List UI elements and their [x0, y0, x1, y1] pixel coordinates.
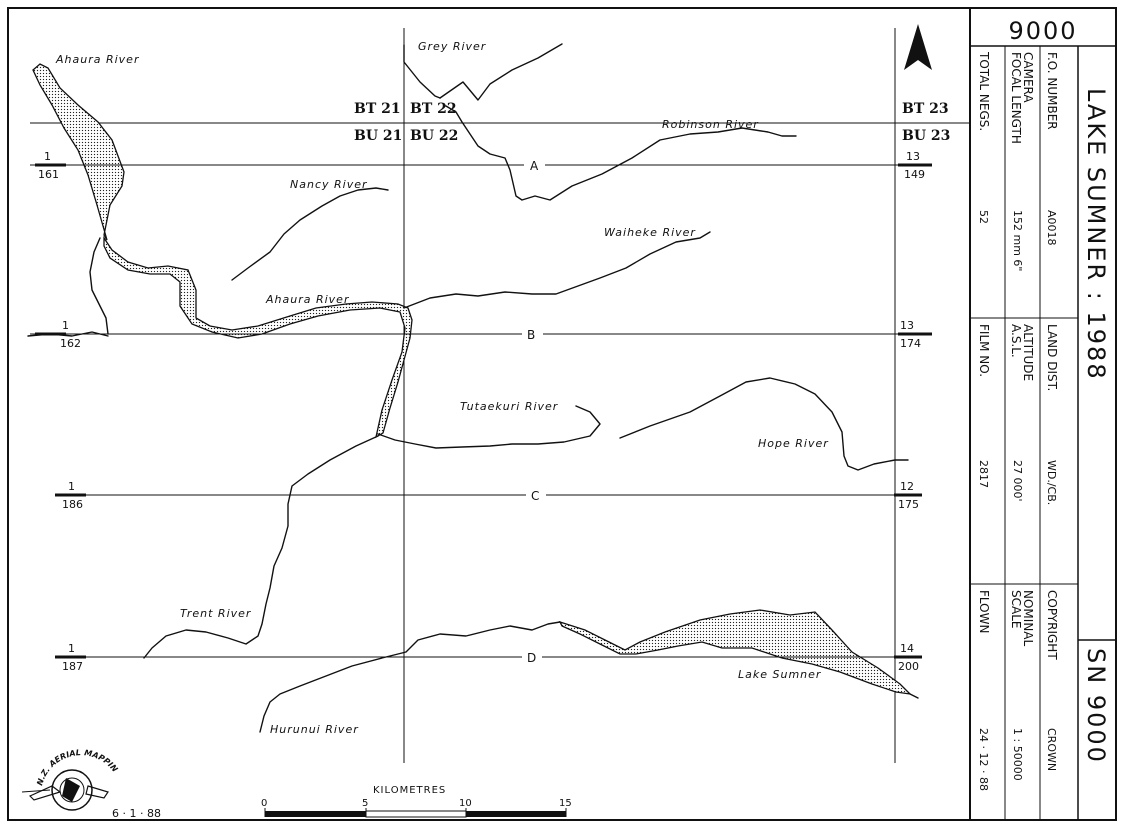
label-hurunui-river: Hurunui River [270, 723, 359, 736]
grey-river-west [403, 44, 441, 99]
value-land-dist: WD./CB. [1045, 460, 1058, 505]
scale-seg-0-5 [265, 811, 366, 817]
hope-river [619, 377, 909, 471]
label-fo-number: F.O. NUMBER [1045, 52, 1059, 130]
nz-aerial-mapping-logo: N.Z. AERIAL MAPPING LTD. [0, 0, 120, 811]
value-film-no: 2817 [977, 460, 990, 488]
label-copyright: COPYRIGHT [1045, 590, 1059, 660]
label-camera: CAMERA [1021, 52, 1035, 103]
label-hope-river: Hope River [758, 437, 829, 450]
scale-seg-5-10 [365, 810, 467, 818]
value-flown: 24 · 12 · 88 [977, 728, 990, 791]
label-nominal: NOMINAL [1021, 590, 1035, 647]
sheet-label-bt21: BT 21 [354, 101, 401, 117]
hurunui-river [259, 621, 561, 733]
flight-line-b-start-frame: 162 [60, 337, 81, 350]
flight-line-d-start-run: 1 [68, 642, 75, 655]
flight-line-a-start-frame: 161 [38, 168, 59, 181]
sheet-label-bt22: BT 22 [410, 101, 457, 117]
value-focal-length: 152 mm 6" [1011, 210, 1024, 271]
flight-line-d-start-frame: 187 [62, 660, 83, 673]
flight-line-b: B 1 162 13 174 [30, 319, 932, 350]
flight-line-b-start-run: 1 [62, 319, 69, 332]
map-frame [7, 7, 1117, 821]
flight-line-d-end-frame: 200 [898, 660, 919, 673]
sheet-label-bu22: BU 22 [410, 128, 458, 144]
label-grey-river: Grey River [418, 40, 487, 53]
label-trent-river: Trent River [180, 607, 252, 620]
label-lake-sumner: Lake Sumner [738, 668, 822, 681]
trent-river [143, 435, 379, 659]
label-focal-length: FOCAL LENGTH [1009, 52, 1023, 144]
label-total-negs: TOTAL NEGS. [977, 51, 991, 131]
scale-tick-5: 5 [362, 798, 368, 809]
ahaura-river-main-body [103, 235, 413, 439]
label-robinson-river: Robinson River [662, 118, 759, 131]
label-land-dist: LAND DIST. [1045, 324, 1059, 391]
label-asl: A.S.L. [1009, 324, 1023, 358]
label-nancy-river: Nancy River [290, 178, 368, 191]
scale-seg-10-15 [466, 811, 566, 817]
scale-tick-10: 10 [459, 798, 472, 809]
flight-line-d-end-run: 14 [900, 642, 914, 655]
value-total-negs: 52 [977, 210, 990, 224]
label-flown: FLOWN [977, 590, 991, 633]
flight-line-c-start-run: 1 [68, 480, 75, 493]
value-scale: 1 : 50000 [1011, 728, 1024, 781]
lake-sumner-body [558, 609, 912, 695]
waiheke-river [403, 231, 711, 309]
flight-line-c-label: C [531, 489, 539, 503]
panel-number: 9000 [1008, 17, 1077, 45]
value-copyright: CROWN [1045, 728, 1058, 771]
label-film-no: FILM NO. [977, 324, 991, 377]
flight-line-c-end-frame: 175 [898, 498, 919, 511]
flight-line-b-end-run: 13 [900, 319, 914, 332]
north-arrow-icon: N [904, 24, 932, 77]
value-altitude: 27 000' [1011, 460, 1024, 502]
panel-code: SN 9000 [1082, 648, 1110, 764]
label-scale: SCALE [1009, 590, 1023, 628]
flight-line-c-start-frame: 186 [62, 498, 83, 511]
label-tutaekuri-river: Tutaekuri River [460, 400, 559, 413]
lake-sumner-outlet [909, 693, 919, 699]
flight-line-d-label: D [527, 651, 536, 665]
scale-tick-0: 0 [261, 798, 267, 809]
map-date: 6 · 1 · 88 [112, 807, 161, 820]
flight-line-a-start-run: 1 [44, 150, 51, 163]
panel-title: LAKE SUMNER : 1988 [1082, 88, 1110, 381]
ahaura-tributary-south [89, 237, 109, 335]
robinson-river [445, 105, 797, 201]
flight-line-a-label: A [530, 159, 539, 173]
nancy-river [231, 187, 389, 281]
flight-line-c-end-run: 12 [900, 480, 914, 493]
flight-line-d: D 1 187 14 200 [55, 642, 922, 673]
scale-bar: KILOMETRES 0 5 10 15 [261, 785, 572, 818]
flight-line-b-end-frame: 174 [900, 337, 921, 350]
value-fo-number: A0018 [1045, 210, 1058, 246]
north-label: N [912, 63, 922, 77]
sheet-label-bu23: BU 23 [902, 128, 950, 144]
scale-title: KILOMETRES [373, 785, 446, 796]
info-panel: 9000 LAKE SUMNER : 1988 SN 9000 F.O. NUM… [970, 17, 1116, 820]
flight-line-a: A 1 161 13 149 [30, 150, 932, 181]
tutaekuri-river [377, 405, 601, 449]
label-ahaura-river-nw: Ahaura River [55, 53, 140, 66]
ahaura-river-upper-body [32, 63, 125, 241]
grey-river [439, 43, 563, 101]
flight-line-a-end-run: 13 [906, 150, 920, 163]
scale-tick-15: 15 [559, 798, 572, 809]
sheet-label-bt23: BT 23 [902, 101, 949, 117]
sheet-label-bu21: BU 21 [354, 128, 402, 144]
flight-line-b-label: B [527, 328, 535, 342]
label-altitude: ALTITUDE [1021, 324, 1035, 381]
flight-line-c: C 1 186 12 175 [55, 480, 922, 511]
flight-line-a-end-frame: 149 [904, 168, 925, 181]
label-ahaura-river-mid: Ahaura River [265, 293, 350, 306]
label-waiheke-river: Waiheke River [604, 226, 696, 239]
